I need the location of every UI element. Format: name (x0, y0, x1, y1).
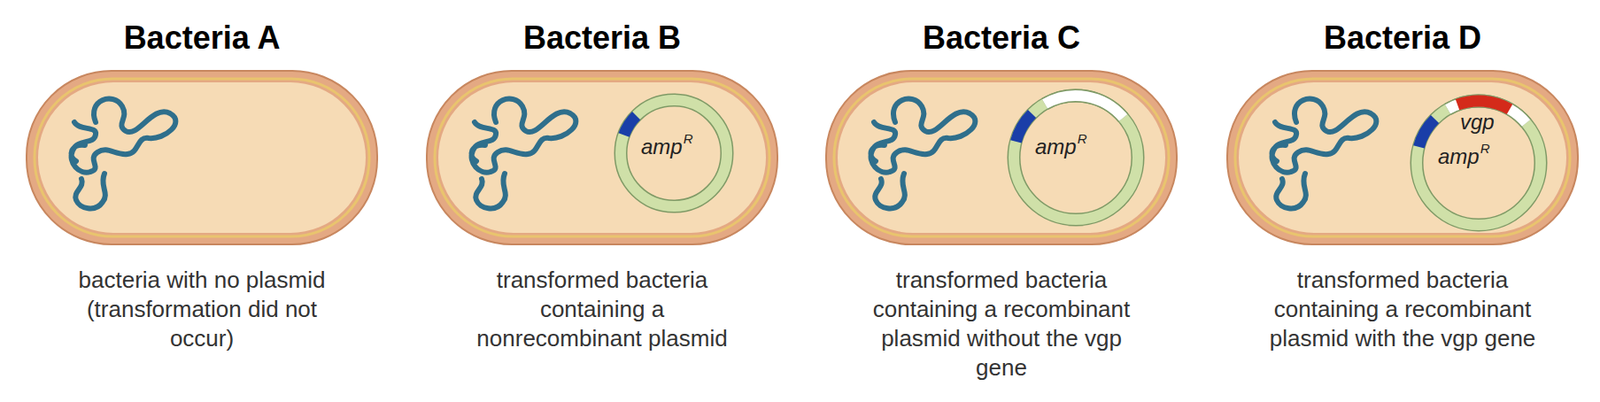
gene-label: amp (1035, 134, 1077, 160)
gene-label: amp (641, 134, 683, 160)
gene-label: vgp (1460, 109, 1495, 135)
cell (826, 70, 1177, 245)
cell (26, 70, 378, 245)
bacteria-panel: Bacteria B transformed bacteria containin… (407, 0, 797, 402)
superscript-label: R (683, 131, 694, 147)
panel-caption: transformed bacteria containing a recomb… (855, 265, 1148, 383)
cell (1227, 70, 1578, 245)
panel-title: Bacteria D (1207, 19, 1598, 57)
panel-caption: transformed bacteria containing a recomb… (1256, 265, 1549, 354)
plasmid (1416, 100, 1541, 225)
superscript-label: R (1480, 140, 1491, 156)
plasmid (620, 100, 727, 207)
bacteria-panel: Bacteria A bacteria with no plasmid (tran… (7, 0, 397, 402)
bacteria-panel: Bacteria C transformed bacteria containin… (806, 0, 1197, 402)
panel-title: Bacteria B (407, 19, 797, 57)
panel-caption: transformed bacteria containing a nonrec… (456, 265, 749, 354)
panel-title: Bacteria A (7, 19, 397, 57)
superscript-label: R (1077, 131, 1088, 147)
plasmid (1013, 95, 1138, 220)
cell (426, 70, 778, 245)
panel-caption: bacteria with no plasmid (transformation… (55, 265, 348, 354)
panel-title: Bacteria C (806, 19, 1197, 57)
gene-label: amp (1437, 144, 1480, 170)
bacteria-panel: Bacteria D transformed bacteria containin… (1207, 0, 1598, 402)
